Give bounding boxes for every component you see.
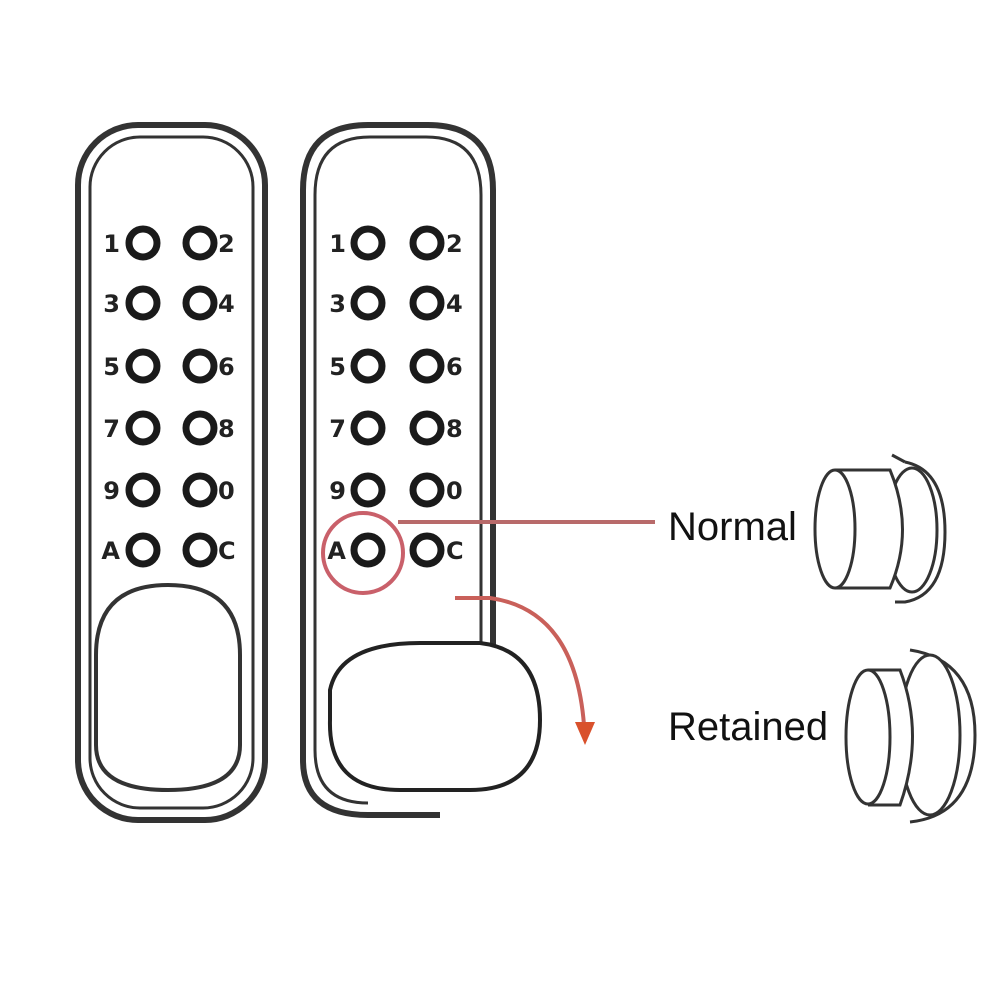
key-label: 1 <box>329 230 346 258</box>
arrow-head-icon <box>575 722 595 745</box>
key-label: 4 <box>218 290 235 318</box>
key-button-right-7 <box>350 410 386 446</box>
key-button-left-2 <box>182 225 218 261</box>
key-button-left-C <box>182 532 218 568</box>
key-label: 4 <box>446 290 463 318</box>
label-normal: Normal <box>668 505 797 549</box>
key-label: A <box>101 537 120 565</box>
key-button-left-9 <box>125 472 161 508</box>
lock-left-outer-frame <box>75 122 268 823</box>
lock-right-inner-frame <box>313 135 483 645</box>
key-label: 5 <box>103 353 120 381</box>
key-button-left-4 <box>182 285 218 321</box>
key-label: 9 <box>329 477 346 505</box>
lock-right-inner-frame-lower <box>313 195 369 805</box>
key-button-left-5 <box>125 348 161 384</box>
key-button-right-6 <box>409 348 445 384</box>
key-label: 7 <box>103 415 120 443</box>
key-label: C <box>446 537 464 565</box>
key-label: 3 <box>103 290 120 318</box>
keypad-left: 1 2 3 4 5 6 7 8 9 0A C <box>101 225 236 568</box>
key-label: 8 <box>218 415 235 443</box>
lock-right-outer-frame <box>300 122 496 645</box>
lock-left: 1 2 3 4 5 6 7 8 9 0A C <box>75 122 268 823</box>
key-label: 2 <box>218 230 235 258</box>
key-label: 2 <box>446 230 463 258</box>
highlight-circle <box>321 511 405 595</box>
lever-turned <box>327 641 543 792</box>
key-label: 7 <box>329 415 346 443</box>
key-label: 1 <box>103 230 120 258</box>
key-label: 0 <box>218 477 235 505</box>
key-button-right-C <box>409 532 445 568</box>
key-button-right-0 <box>409 472 445 508</box>
key-button-right-9 <box>350 472 386 508</box>
key-button-right-8 <box>409 410 445 446</box>
rotation-arrow <box>455 596 586 726</box>
key-label: A <box>327 537 346 565</box>
key-button-right-3 <box>350 285 386 321</box>
key-button-left-0 <box>182 472 218 508</box>
knob-left <box>94 582 242 793</box>
lock-right: 1 2 3 4 5 6 7 8 9 0A C <box>300 122 655 818</box>
key-button-right-5 <box>350 348 386 384</box>
label-retained: Retained <box>668 705 828 749</box>
key-button-left-7 <box>125 410 161 446</box>
key-label: 0 <box>446 477 463 505</box>
button-retained-illustration: Retained <box>668 648 977 824</box>
key-button-left-8 <box>182 410 218 446</box>
key-label: 6 <box>218 353 235 381</box>
key-button-right-2 <box>409 225 445 261</box>
key-label: 6 <box>446 353 463 381</box>
key-label: 8 <box>446 415 463 443</box>
key-button-right-1 <box>350 225 386 261</box>
key-button-right-4 <box>409 285 445 321</box>
key-button-right-A <box>350 532 386 568</box>
key-button-left-1 <box>125 225 161 261</box>
key-button-left-6 <box>182 348 218 384</box>
lock-left-inner-frame <box>88 135 255 810</box>
button-normal-illustration: Normal <box>668 453 947 604</box>
keypad-right: 1 2 3 4 5 6 7 8 9 0A C <box>327 225 464 568</box>
key-label: 5 <box>329 353 346 381</box>
key-button-left-3 <box>125 285 161 321</box>
key-label: C <box>218 537 236 565</box>
lock-right-outer-frame-lower <box>300 190 440 818</box>
key-label: 3 <box>329 290 346 318</box>
key-label: 9 <box>103 477 120 505</box>
key-button-left-A <box>125 532 161 568</box>
